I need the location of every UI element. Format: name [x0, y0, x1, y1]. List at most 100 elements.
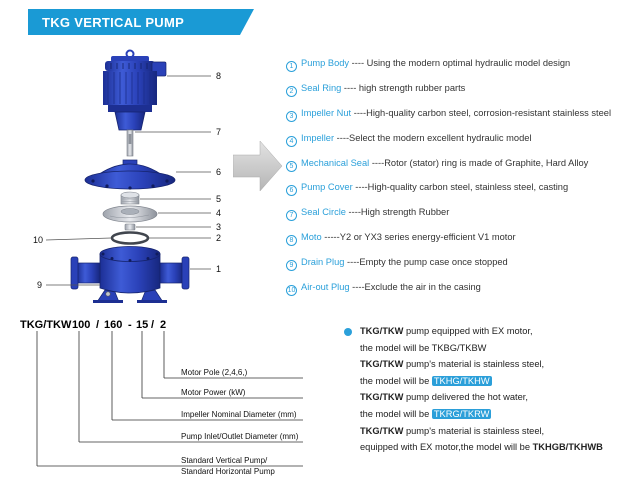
note-text: pump's material is stainless steel, — [403, 425, 545, 436]
part-name: Seal Ring — [301, 82, 342, 93]
model-code-labels: Motor Pole (2,4,6,) Motor Power (kW) Imp… — [181, 368, 299, 476]
callout-3: 3 — [216, 222, 221, 232]
part-number-badge: 1 — [286, 61, 297, 72]
callout-1: 1 — [216, 264, 221, 274]
part-description: -----Y2 or YX3 series energy-efficient V… — [324, 232, 516, 243]
model-code-connector-lines — [36, 331, 303, 467]
label-motor-power: Motor Power (kW) — [181, 388, 246, 397]
seal-ring-illustration — [110, 231, 150, 245]
part-number-badge: 7 — [286, 210, 297, 222]
part-number-badge: 3 — [286, 110, 297, 122]
model-code-power: 15 — [136, 319, 148, 331]
note-line: TKG/TKW pump's material is stainless ste… — [360, 423, 612, 440]
model-code-dash: - — [128, 319, 132, 331]
part-name: Mechanical Seal — [301, 157, 370, 168]
model-variant-notes: TKG/TKW pump equipped with EX motor, the… — [344, 323, 612, 456]
part-name: Moto — [301, 232, 322, 243]
list-item: 4 Impeller ----Select the modern excellen… — [286, 132, 616, 147]
note-line: the model will be TKBG/TKBW — [360, 340, 612, 357]
part-name: Air-out Plug — [301, 282, 350, 293]
part-name: Seal Circle — [301, 207, 346, 218]
part-name: Drain Plug — [301, 257, 345, 268]
label-impeller-dia: Impeller Nominal Diameter (mm) — [181, 410, 297, 419]
lantern-bracket — [114, 111, 146, 131]
callout-4: 4 — [216, 208, 221, 218]
list-item: 2 Seal Ring ---- high strength rubber par… — [286, 82, 616, 97]
note-text: the model will be — [360, 375, 432, 386]
label-inlet-outlet: Pump Inlet/Outlet Diameter (mm) — [181, 432, 299, 441]
model-code-pole: 2 — [160, 319, 166, 331]
part-description: ---- high strength rubber parts — [343, 82, 466, 93]
note-text: pump delivered the hot water, — [403, 392, 528, 403]
part-description: ----High strength Rubber — [348, 207, 450, 218]
note-line: TKG/TKW pump delivered the hot water, — [360, 389, 612, 406]
list-item: 7 Seal Circle ----High strength Rubber — [286, 206, 616, 222]
label-standard-horiz: Standard Horizontal Pump — [181, 467, 275, 476]
callout-6: 6 — [216, 167, 221, 177]
note-model-highlighted: TKRG/TKRW — [431, 408, 492, 419]
part-number-badge: 2 — [286, 85, 297, 97]
note-text: the model will be — [360, 342, 432, 353]
pump-exploded-diagram: 8 7 6 5 4 3 2 10 1 9 — [33, 49, 221, 303]
note-text: pump's material is stainless steel, — [403, 359, 545, 370]
part-description: ----High-quality carbon steel, corrosion… — [353, 107, 612, 118]
callout-5: 5 — [216, 194, 221, 204]
note-model: TKBG/TKBW — [431, 342, 487, 353]
pump-cover-illustration — [84, 159, 176, 190]
part-name: Impeller Nut — [301, 107, 352, 118]
part-description: ----Select the modern excellent hydrauli… — [336, 132, 532, 143]
note-model: TKHGB/TKHWB — [532, 442, 603, 453]
model-code-slash-2: / — [151, 319, 154, 331]
part-description: ----Empty the pump case once stopped — [347, 257, 508, 268]
note-text: equipped with EX motor,the model will be — [360, 442, 533, 453]
right-arrow-icon — [233, 140, 283, 192]
label-motor-pole: Motor Pole (2,4,6,) — [181, 368, 248, 377]
note-line: TKG/TKW pump's material is stainless ste… — [360, 356, 612, 373]
note-series: TKG/TKW — [360, 326, 404, 336]
part-description: ---- Using the modern optimal hydraulic … — [351, 58, 571, 68]
model-code-slash-1: / — [96, 319, 99, 331]
callout-leader-lines — [45, 75, 211, 286]
part-number-badge: 5 — [286, 160, 297, 172]
part-number-badge: 4 — [286, 135, 297, 147]
pump-body-illustration — [70, 246, 190, 303]
callout-7: 7 — [216, 127, 221, 137]
note-line: TKG/TKW pump equipped with EX motor, — [360, 323, 612, 340]
callout-2: 2 — [216, 233, 221, 243]
part-number-badge: 9 — [286, 260, 297, 272]
note-line: the model will be TKRG/TKRW — [360, 406, 612, 423]
model-code-impeller: 160 — [104, 319, 122, 331]
bullet-icon — [344, 328, 352, 336]
part-name: Impeller — [301, 132, 335, 143]
model-code-series: TKG/TKW — [20, 319, 72, 331]
pump-shaft — [126, 129, 134, 157]
impeller-nut-illustration — [124, 223, 136, 231]
model-code-diagram: TKG/TKW 100 / 160 - 15 / 2 Motor Pole (2… — [20, 319, 303, 476]
note-text: pump equipped with EX motor, — [403, 326, 533, 336]
page-title: TKG VERTICAL PUMP — [42, 14, 185, 30]
callout-numbers: 8 7 6 5 4 3 2 10 1 9 — [33, 71, 221, 290]
note-line: equipped with EX motor,the model will be… — [360, 439, 612, 456]
suction-flange — [70, 256, 79, 290]
model-code: TKG/TKW 100 / 160 - 15 / 2 — [20, 319, 166, 331]
part-number-badge: 6 — [286, 185, 297, 197]
impeller-illustration — [102, 205, 158, 223]
page-title-banner: TKG VERTICAL PUMP — [28, 9, 254, 35]
callout-8: 8 — [216, 71, 221, 81]
callout-9: 9 — [37, 280, 42, 290]
label-standard-vert: Standard Vertical Pump/ — [181, 456, 268, 465]
list-item: 9 Drain Plug ----Empty the pump case once… — [286, 256, 616, 272]
note-model-highlighted: TKHG/TKHW — [431, 375, 492, 386]
note-series: TKG/TKW — [360, 425, 404, 436]
part-description: ----Exclude the air in the casing — [352, 282, 481, 293]
note-series: TKG/TKW — [360, 392, 404, 403]
part-description: ----High-quality carbon steel, stainless… — [355, 182, 569, 193]
mechanical-seal-illustration — [120, 191, 140, 205]
discharge-flange — [181, 256, 190, 290]
